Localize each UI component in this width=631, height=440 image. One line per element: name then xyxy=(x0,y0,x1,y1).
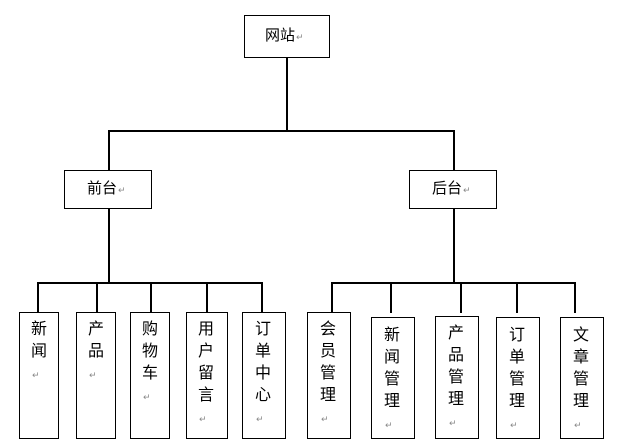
frontend-label: 前台↵ xyxy=(87,179,126,197)
frontend-node xyxy=(64,170,152,209)
leaf-label: 新闻管理↵ xyxy=(384,325,401,431)
connector-backend-child-4 xyxy=(516,282,518,313)
backend-leaf-news xyxy=(371,317,415,439)
connector-frontend-child-4 xyxy=(206,282,208,313)
paragraph-mark-icon: ↵ xyxy=(574,421,582,431)
paragraph-mark-icon: ↵ xyxy=(510,421,518,431)
connector-backend-child-3 xyxy=(460,282,462,313)
frontend-leaf-orders xyxy=(242,312,286,439)
connector-backend-horizontal xyxy=(331,282,576,284)
connector-root-down xyxy=(286,57,288,131)
paragraph-mark-icon: ↵ xyxy=(32,371,40,381)
leaf-label: 文章管理↵ xyxy=(573,325,590,431)
paragraph-mark-icon: ↵ xyxy=(385,421,393,431)
connector-frontend-child-2 xyxy=(96,282,98,313)
leaf-label: 新闻↵ xyxy=(31,319,48,381)
leaf-label: 会员管理↵ xyxy=(320,319,337,425)
paragraph-mark-icon: ↵ xyxy=(256,415,264,425)
leaf-label: 订单管理↵ xyxy=(509,325,526,431)
paragraph-mark-icon: ↵ xyxy=(89,371,97,381)
connector-backend-child-1 xyxy=(331,282,333,313)
paragraph-mark-icon: ↵ xyxy=(118,186,126,196)
paragraph-mark-icon: ↵ xyxy=(321,415,329,425)
connector-to-backend xyxy=(453,130,455,171)
connector-frontend-down xyxy=(108,208,110,283)
leaf-label: 订单中心↵ xyxy=(255,319,272,425)
frontend-leaf-cart xyxy=(130,312,170,439)
connector-backend-down xyxy=(453,208,455,283)
connector-backend-child-2 xyxy=(390,282,392,313)
backend-leaf-products xyxy=(435,316,479,439)
connector-backend-child-5 xyxy=(574,282,576,313)
root-node xyxy=(244,15,330,58)
paragraph-mark-icon: ↵ xyxy=(463,186,471,196)
paragraph-mark-icon: ↵ xyxy=(199,415,207,425)
leaf-label: 用户留言↵ xyxy=(198,319,215,425)
paragraph-mark-icon: ↵ xyxy=(449,419,457,429)
paragraph-mark-icon: ↵ xyxy=(143,393,151,403)
paragraph-mark-icon: ↵ xyxy=(296,33,304,43)
frontend-leaf-news xyxy=(19,312,59,439)
frontend-leaf-messages xyxy=(186,312,228,439)
backend-leaf-orders xyxy=(496,317,540,439)
backend-leaf-members xyxy=(307,312,351,439)
leaf-label: 产品管理↵ xyxy=(448,323,465,429)
backend-leaf-articles xyxy=(560,317,604,439)
connector-top-horizontal xyxy=(108,130,455,132)
frontend-leaf-products xyxy=(76,312,116,439)
leaf-label: 购物车↵ xyxy=(142,319,159,403)
backend-label: 后台↵ xyxy=(432,179,471,197)
root-label: 网站↵ xyxy=(265,26,304,44)
connector-frontend-child-5 xyxy=(261,282,263,313)
leaf-label: 产品↵ xyxy=(88,319,105,381)
backend-node xyxy=(409,170,497,209)
connector-frontend-child-1 xyxy=(37,282,39,313)
connector-to-frontend xyxy=(108,130,110,171)
connector-frontend-child-3 xyxy=(150,282,152,313)
